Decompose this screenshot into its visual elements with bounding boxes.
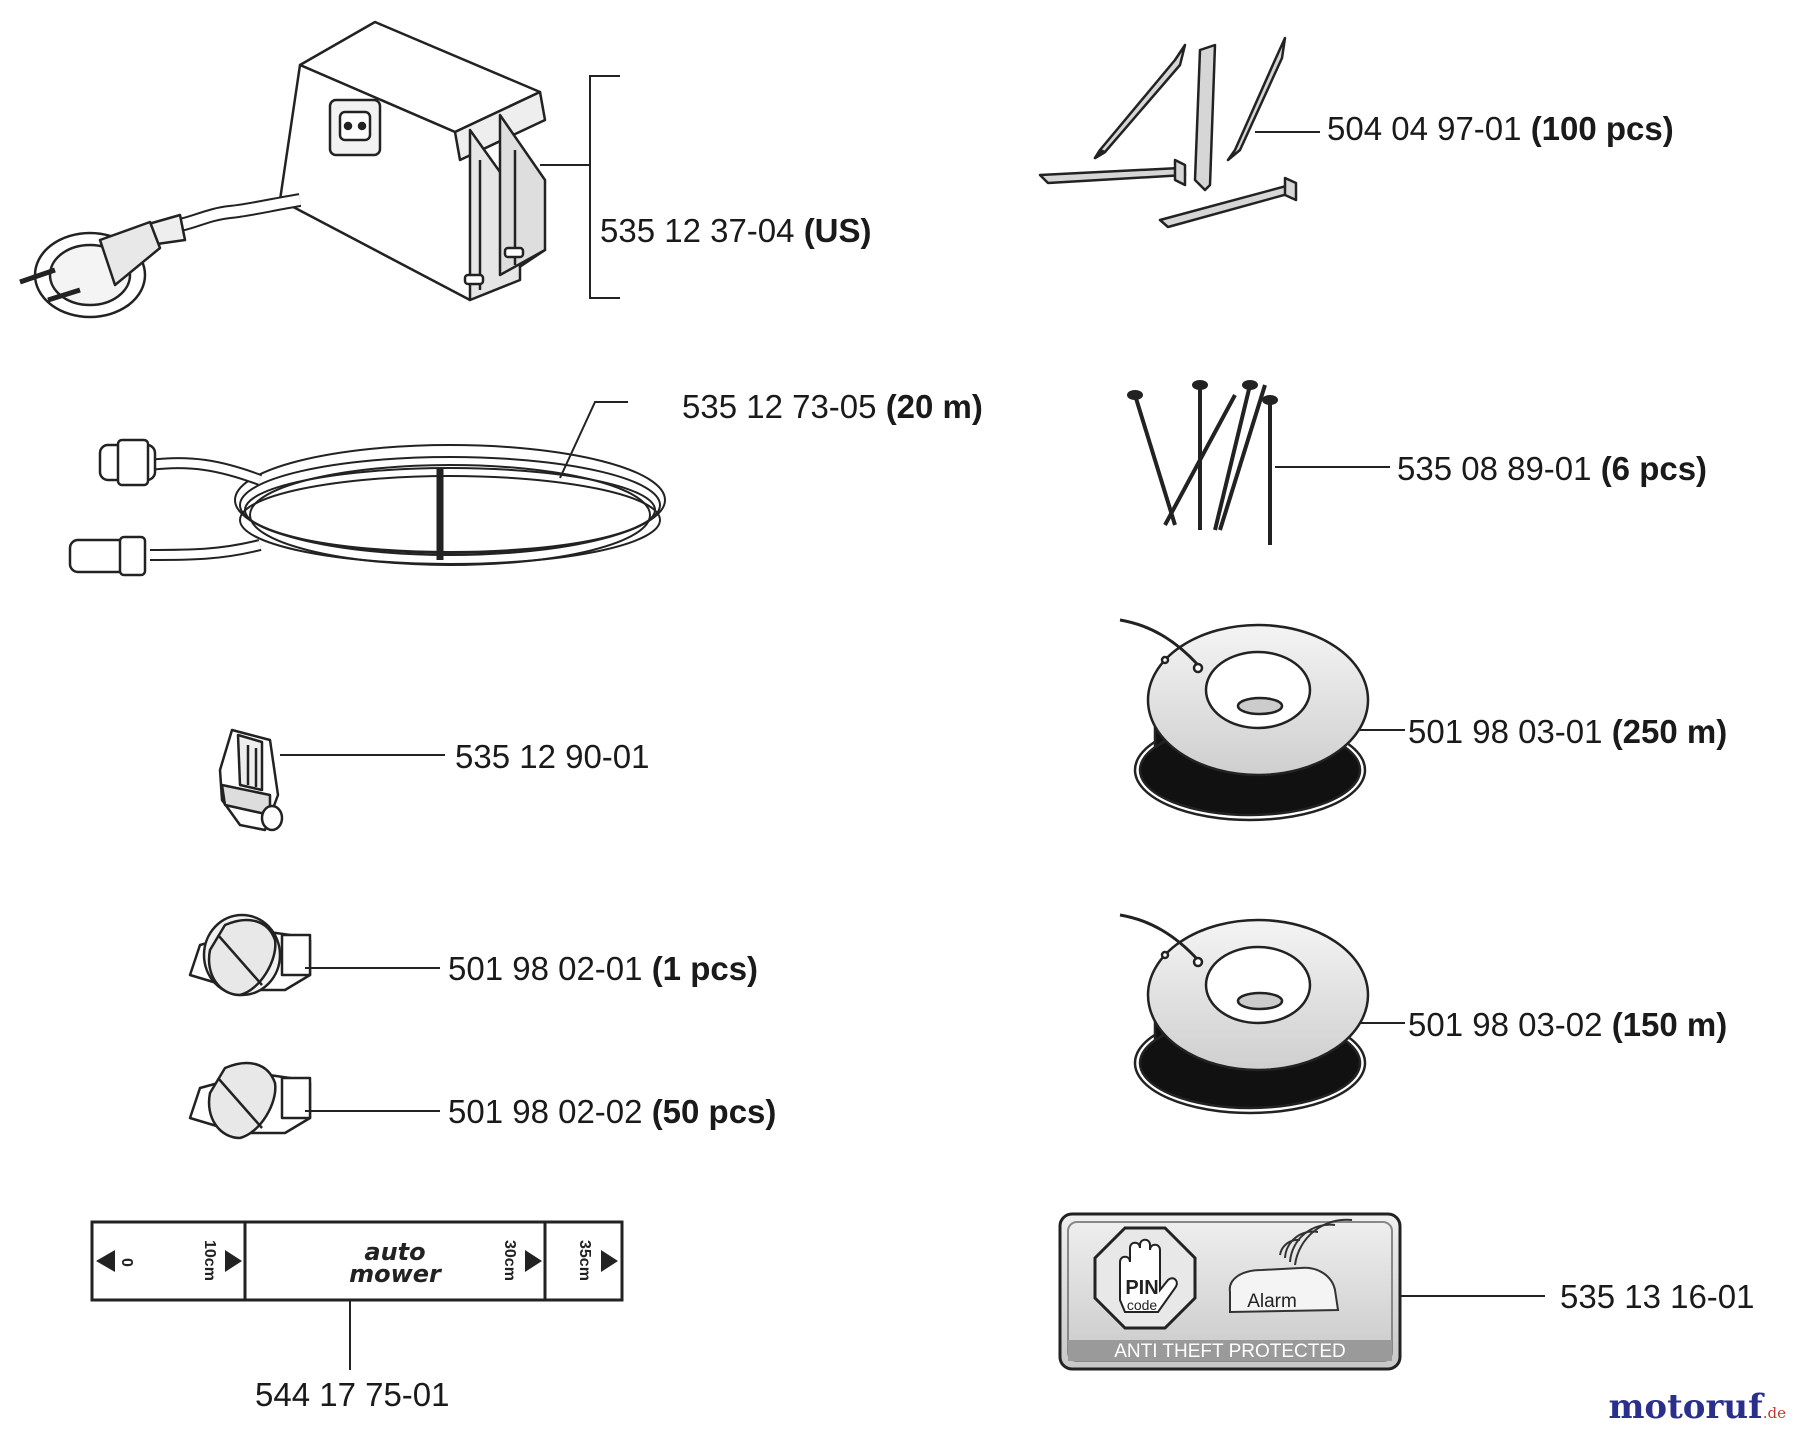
part-label-pegs: 504 04 97-01 (100 pcs)	[1327, 112, 1674, 145]
nails-illustration	[1127, 380, 1278, 545]
ruler-mark-30cm: 30cm	[501, 1240, 518, 1281]
measuring-gauge-illustration: 0 10cm 30cm 35cm auto mower	[90, 1220, 624, 1302]
hand-icon	[1119, 1238, 1178, 1313]
part-label-connector-1pcs: 501 98 02-01 (1 pcs)	[448, 952, 758, 985]
part-number: 501 98 03-01	[1408, 713, 1603, 750]
part-qty: (100 pcs)	[1530, 110, 1674, 147]
part-qty: (50 pcs)	[651, 1093, 777, 1130]
part-number: 535 12 73-05	[682, 388, 877, 425]
sticker-code-text: code	[1127, 1297, 1158, 1313]
sticker-pin-text: PIN	[1125, 1277, 1158, 1299]
part-label-nails: 535 08 89-01 (6 pcs)	[1397, 452, 1707, 485]
part-label-anti-theft-sticker: 535 13 16-01	[1560, 1280, 1755, 1313]
alarm-mower-icon	[1228, 1218, 1353, 1314]
part-label-spool-150m: 501 98 03-02 (150 m)	[1408, 1008, 1727, 1041]
watermark-main: motoruf	[1608, 1387, 1763, 1427]
part-number: 535 12 37-04	[600, 212, 795, 249]
sticker-alarm-text: Alarm	[1247, 1291, 1297, 1312]
part-qty: (250 m)	[1611, 713, 1728, 750]
ruler-mark-0: 0	[118, 1258, 135, 1267]
ruler-mark-10cm: 10cm	[201, 1240, 218, 1281]
wire-spool-250m-illustration	[1119, 618, 1405, 822]
ruler-brand-line1: auto	[364, 1238, 425, 1266]
part-number: 504 04 97-01	[1327, 110, 1522, 147]
part-number: 535 08 89-01	[1397, 450, 1592, 487]
ruler-mark-35cm: 35cm	[576, 1240, 593, 1281]
part-qty: (20 m)	[885, 388, 983, 425]
part-number: 535 13 16-01	[1560, 1278, 1755, 1315]
connector-50pcs-illustration	[188, 1061, 312, 1140]
part-label-measuring-gauge: 544 17 75-01	[255, 1378, 450, 1411]
pegs-illustration	[1038, 36, 1298, 229]
connector-1pcs-illustration	[188, 913, 312, 997]
watermark-suffix: .de	[1762, 1404, 1786, 1422]
connector-clip-illustration	[218, 728, 284, 832]
part-number: 501 98 02-02	[448, 1093, 643, 1130]
ruler-brand-line2: mower	[349, 1260, 443, 1288]
watermark-logo: motoruf.de	[1608, 1387, 1786, 1427]
part-number: 501 98 03-02	[1408, 1006, 1603, 1043]
part-qty: (6 pcs)	[1600, 450, 1708, 487]
part-number: 501 98 02-01	[448, 950, 643, 987]
part-qty: (US)	[803, 212, 872, 249]
wire-spool-150m-illustration	[1119, 913, 1405, 1115]
sticker-banner-text: ANTI THEFT PROTECTED	[1114, 1341, 1346, 1362]
part-label-connector-50pcs: 501 98 02-02 (50 pcs)	[448, 1095, 776, 1128]
part-label-loop-cable: 535 12 73-05 (20 m)	[682, 390, 983, 423]
part-qty: (150 m)	[1611, 1006, 1728, 1043]
part-number: 544 17 75-01	[255, 1376, 450, 1413]
part-number: 535 12 90-01	[455, 738, 650, 775]
loop-cable-illustration	[68, 401, 666, 577]
part-label-power-supply: 535 12 37-04 (US)	[600, 214, 872, 247]
bracket-leader	[540, 75, 620, 299]
part-label-connector-clip: 535 12 90-01	[455, 740, 650, 773]
part-label-spool-250m: 501 98 03-01 (250 m)	[1408, 715, 1727, 748]
anti-theft-sticker-illustration: PIN code Alarm ANTI THEFT PROTECTED	[1058, 1212, 1402, 1371]
part-qty: (1 pcs)	[651, 950, 759, 987]
power-supply-illustration	[19, 20, 547, 319]
